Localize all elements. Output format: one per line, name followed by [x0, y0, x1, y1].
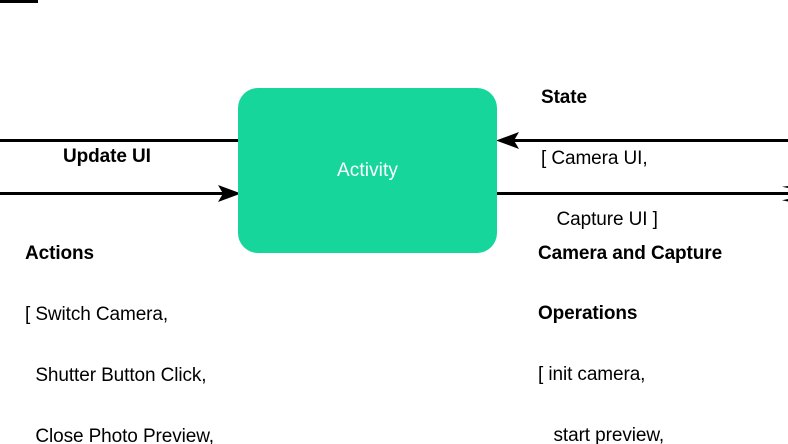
state-item: Capture UI ]	[541, 209, 658, 230]
update-ui-title: Update UI	[63, 146, 151, 167]
top-left-marker	[0, 0, 38, 3]
arrowhead-camera-operations-clipped	[782, 186, 788, 188]
arrowhead-camera-operations-clipped-lower	[782, 199, 788, 202]
state-title: State	[541, 87, 587, 108]
flow-label-actions: Actions [ Switch Camera, Shutter Button …	[25, 206, 253, 444]
actions-item: Close Photo Preview,	[25, 426, 214, 444]
camera-operations-item: start preview,	[538, 425, 665, 444]
camera-operations-item: [ init camera,	[538, 364, 646, 385]
camera-operations-title-line-2: Operations	[538, 303, 638, 324]
flow-label-camera-operations: Camera and Capture Operations [ init cam…	[538, 206, 722, 444]
flow-label-state: State [ Camera UI, Capture UI ]	[541, 50, 658, 268]
actions-item: Shutter Button Click,	[25, 365, 207, 386]
camera-operations-title-line-1: Camera and Capture	[538, 243, 723, 264]
activity-node-label: Activity	[337, 160, 398, 181]
state-item: [ Camera UI,	[541, 148, 648, 169]
activity-node[interactable]: Activity	[238, 88, 497, 253]
actions-item: [ Switch Camera,	[25, 304, 169, 325]
flow-label-update-ui: Update UI	[63, 109, 151, 205]
actions-title: Actions	[25, 243, 94, 264]
arrowhead-state	[496, 132, 519, 149]
